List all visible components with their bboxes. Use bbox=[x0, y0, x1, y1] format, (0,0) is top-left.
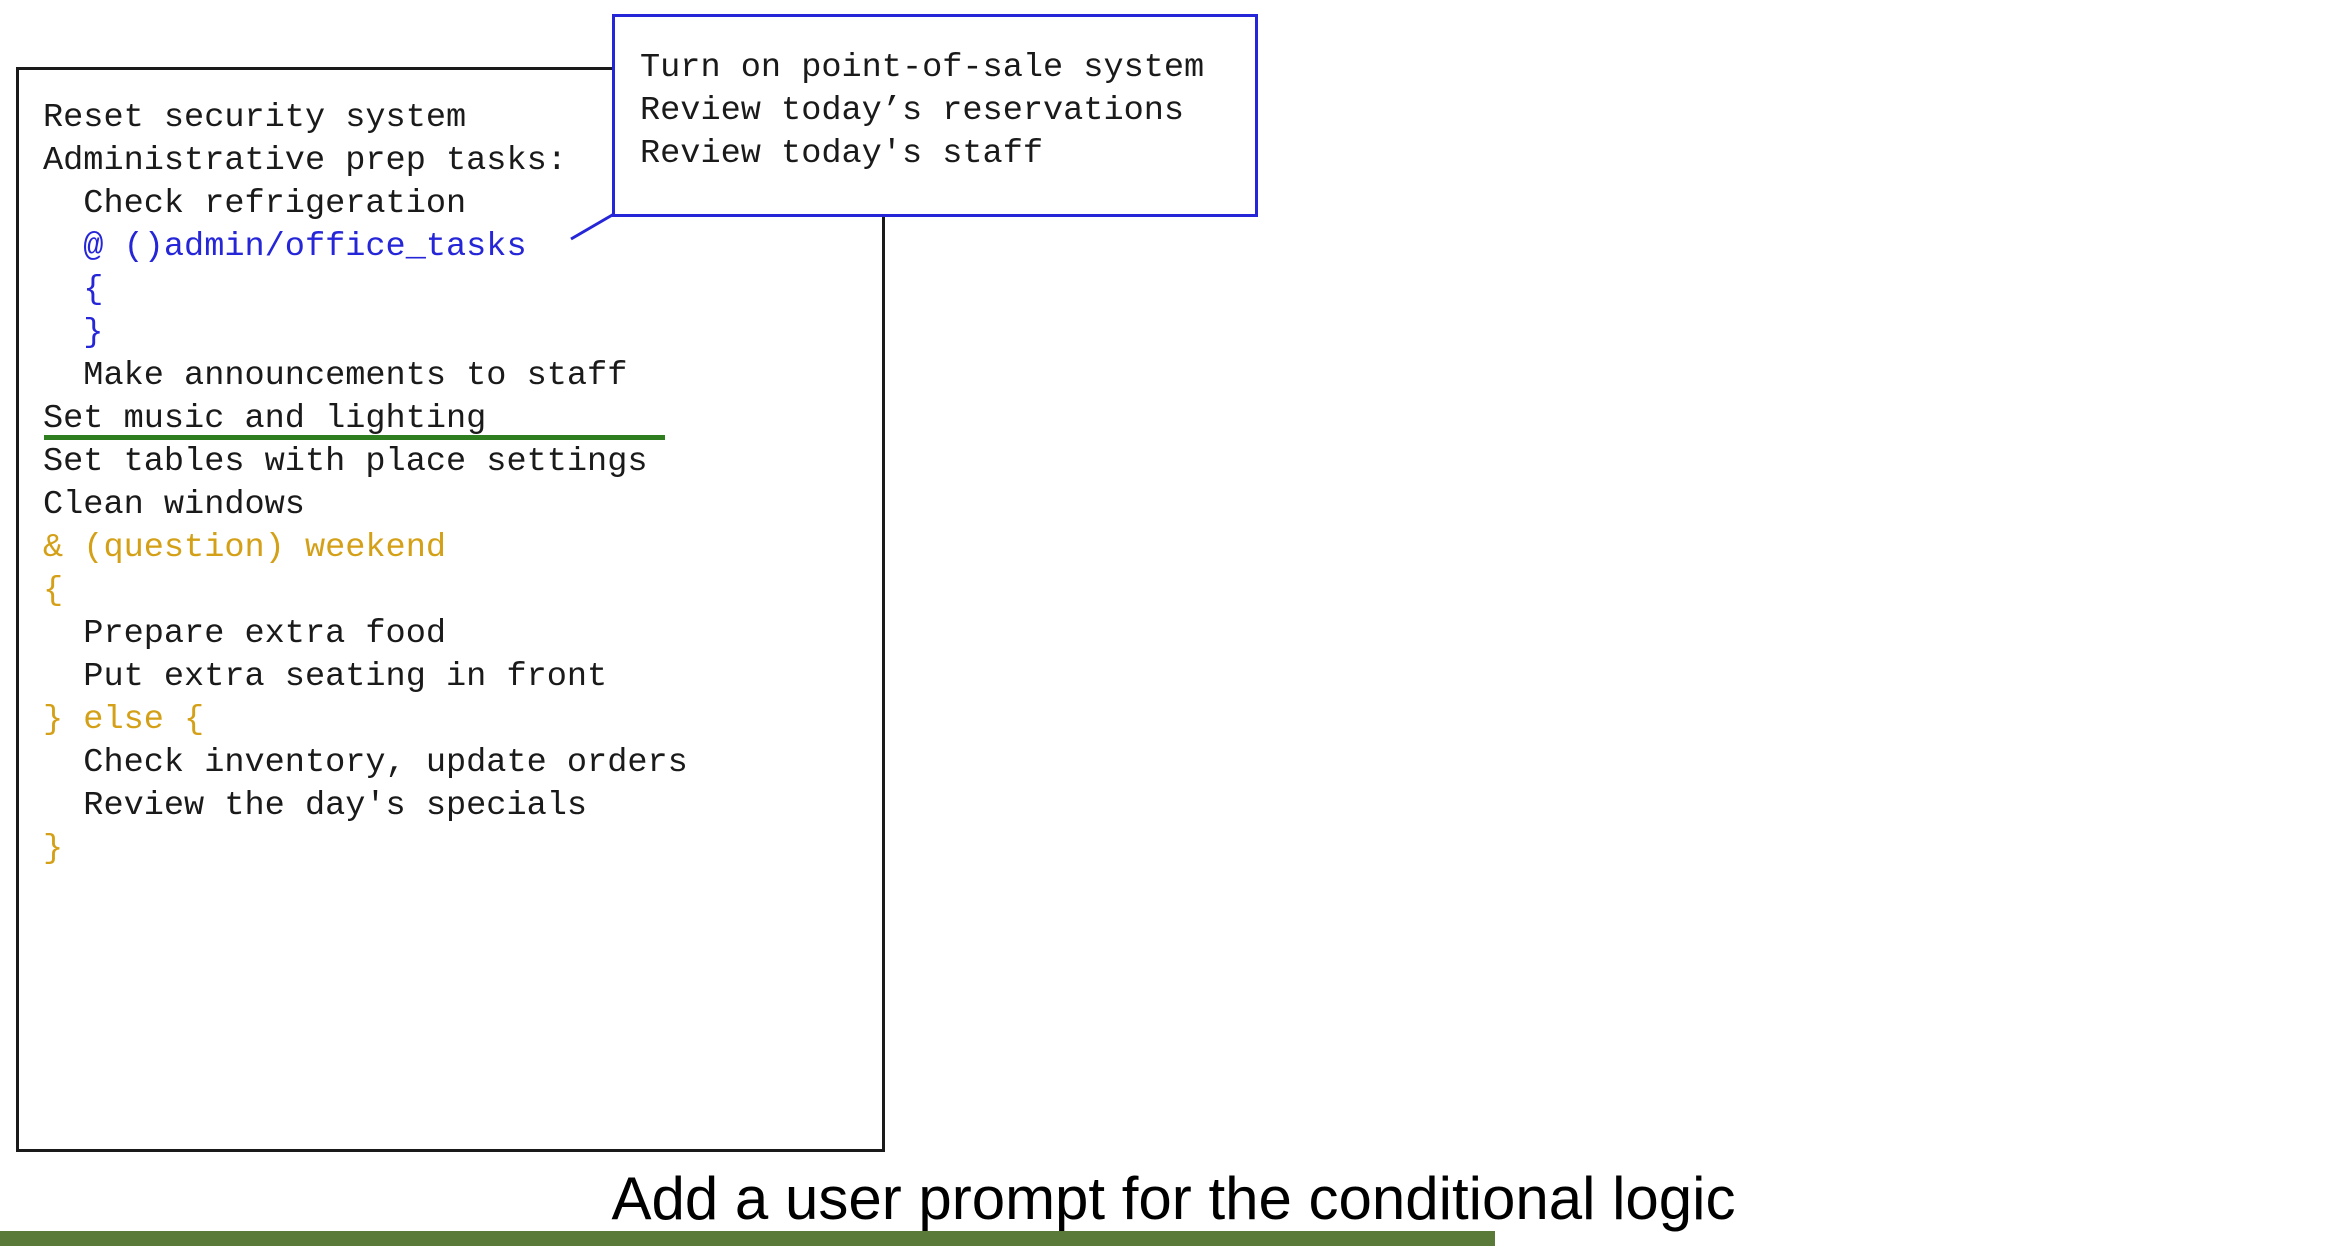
task-line-current[interactable]: Set music and lighting bbox=[43, 400, 487, 438]
popup-line: Turn on point-of-sale system bbox=[640, 49, 1205, 87]
subroutine-popup: Turn on point-of-sale system Review toda… bbox=[612, 14, 1258, 217]
popup-line: Review today's staff bbox=[640, 135, 1044, 173]
task-line: Prepare extra food bbox=[43, 615, 447, 653]
task-line: Put extra seating in front bbox=[43, 658, 608, 696]
conditional-close-brace: } bbox=[43, 830, 64, 868]
subroutine-open-brace: { bbox=[43, 271, 104, 309]
conditional-open-brace: { bbox=[43, 572, 64, 610]
slide-caption: Add a user prompt for the conditional lo… bbox=[611, 1165, 1736, 1232]
task-line: Check inventory, update orders bbox=[43, 744, 688, 782]
subroutine-call-link[interactable]: @ ()admin/office_tasks bbox=[43, 228, 527, 266]
task-line: Set tables with place settings bbox=[43, 443, 648, 481]
popup-line: Review today’s reservations bbox=[640, 92, 1185, 130]
bottom-accent-bar bbox=[0, 1231, 1495, 1246]
task-line: Make announcements to staff bbox=[43, 357, 628, 395]
task-line: Administrative prep tasks: bbox=[43, 142, 567, 180]
task-line: Reset security system bbox=[43, 99, 467, 137]
conditional-header[interactable]: & (question) weekend bbox=[43, 529, 447, 567]
conditional-else: } else { bbox=[43, 701, 205, 739]
task-line: Check refrigeration bbox=[43, 185, 467, 223]
subroutine-close-brace: } bbox=[43, 314, 104, 352]
current-line-underline bbox=[44, 435, 665, 440]
task-list-panel bbox=[16, 67, 885, 1152]
task-line: Review the day's specials bbox=[43, 787, 588, 825]
task-line: Clean windows bbox=[43, 486, 305, 524]
